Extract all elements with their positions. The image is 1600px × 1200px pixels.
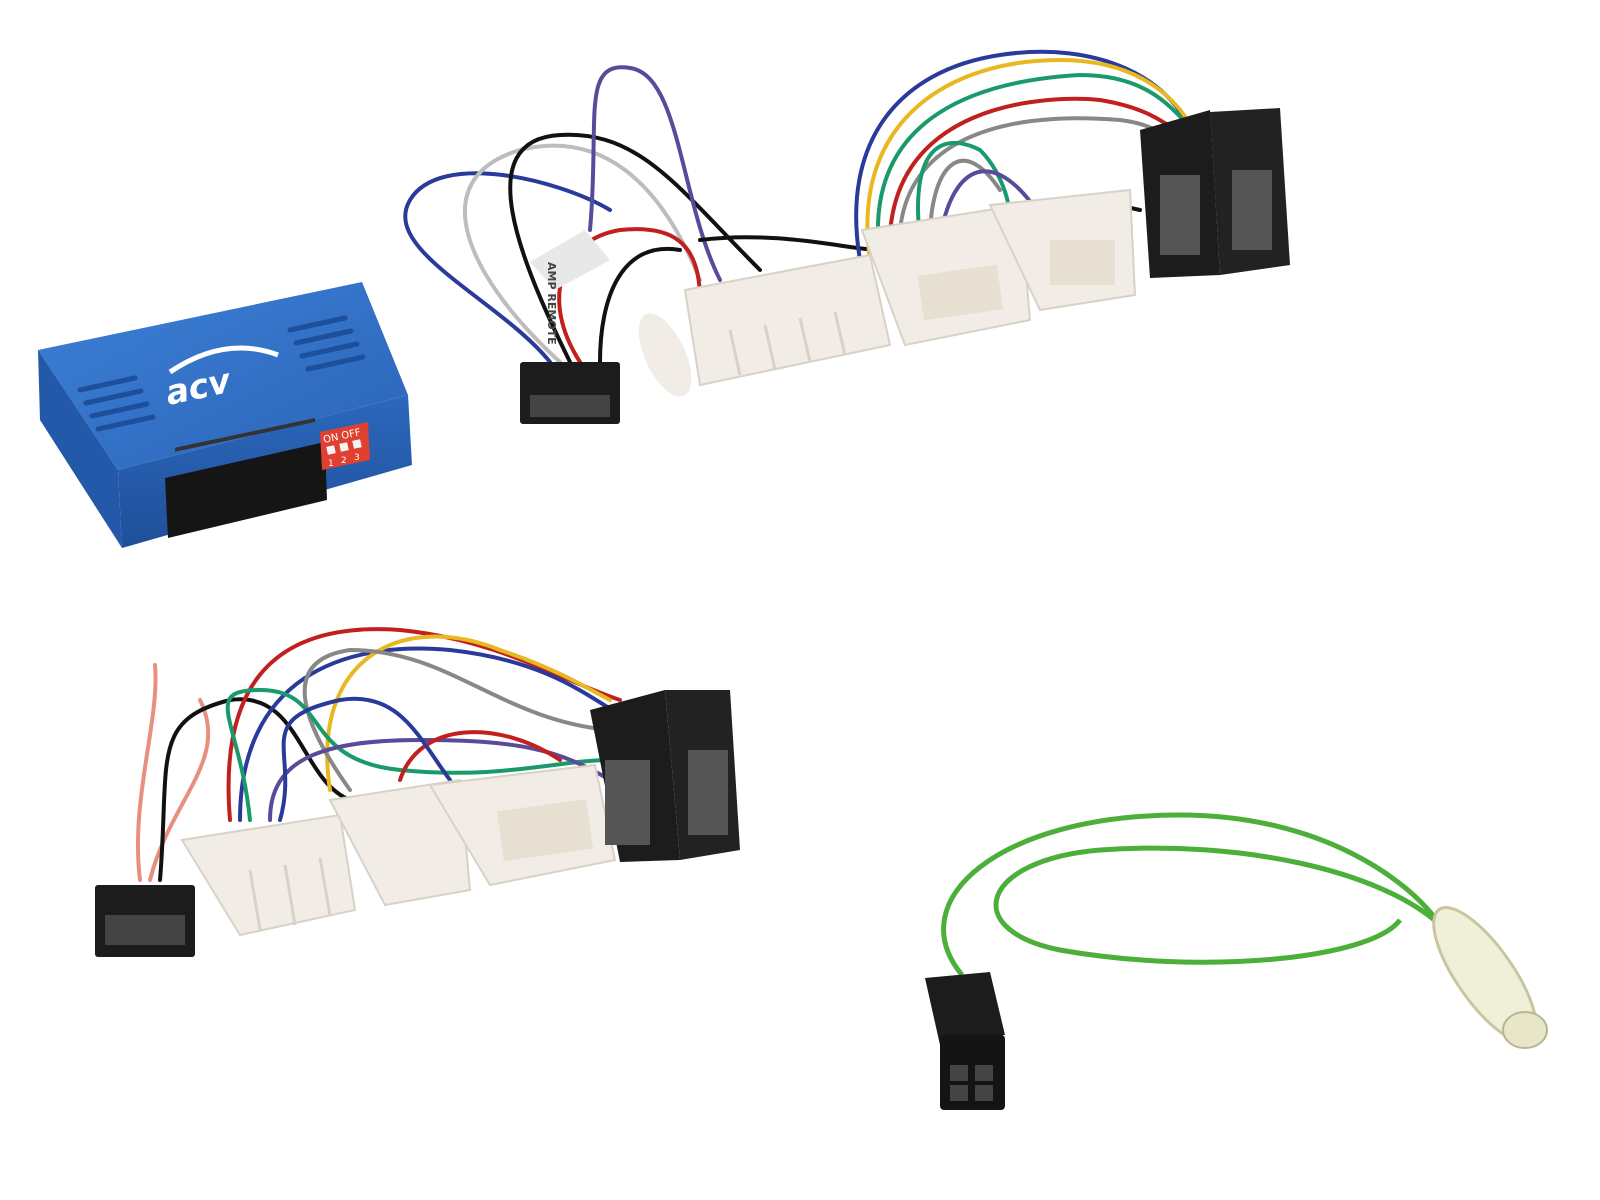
antenna-cable xyxy=(925,812,1548,1110)
interface-module: acv ON OFF 1 2 3 xyxy=(38,282,412,548)
wire-black-2 xyxy=(598,246,682,364)
dip-number-3: 3 xyxy=(354,453,360,463)
cable-loop-inner xyxy=(993,845,1442,965)
vent-slots xyxy=(77,315,366,432)
dip-number-1: 1 xyxy=(328,459,334,469)
cable-loop-outer xyxy=(941,812,1443,977)
wire-red xyxy=(557,227,702,364)
bottom-harness xyxy=(135,627,622,882)
wire-label: AMP REMOTE xyxy=(545,262,558,345)
connector-pins xyxy=(175,418,315,452)
dip-switch-levers xyxy=(326,439,362,455)
white-connector-5 xyxy=(328,778,472,907)
top-connectors xyxy=(520,108,1290,424)
wire-violet xyxy=(588,65,722,282)
logo-swoosh xyxy=(168,345,279,375)
wire-label-tag xyxy=(530,230,610,290)
antenna-plug-top xyxy=(638,313,692,397)
antenna-connector xyxy=(925,972,1005,1045)
wire-blue xyxy=(403,171,612,364)
module-connector xyxy=(165,442,327,538)
dip-number-2: 2 xyxy=(341,456,347,466)
bottom-connectors xyxy=(95,690,740,957)
white-connector-4 xyxy=(180,813,357,937)
module-left-face xyxy=(38,350,122,548)
wire-black-3 xyxy=(698,235,882,252)
